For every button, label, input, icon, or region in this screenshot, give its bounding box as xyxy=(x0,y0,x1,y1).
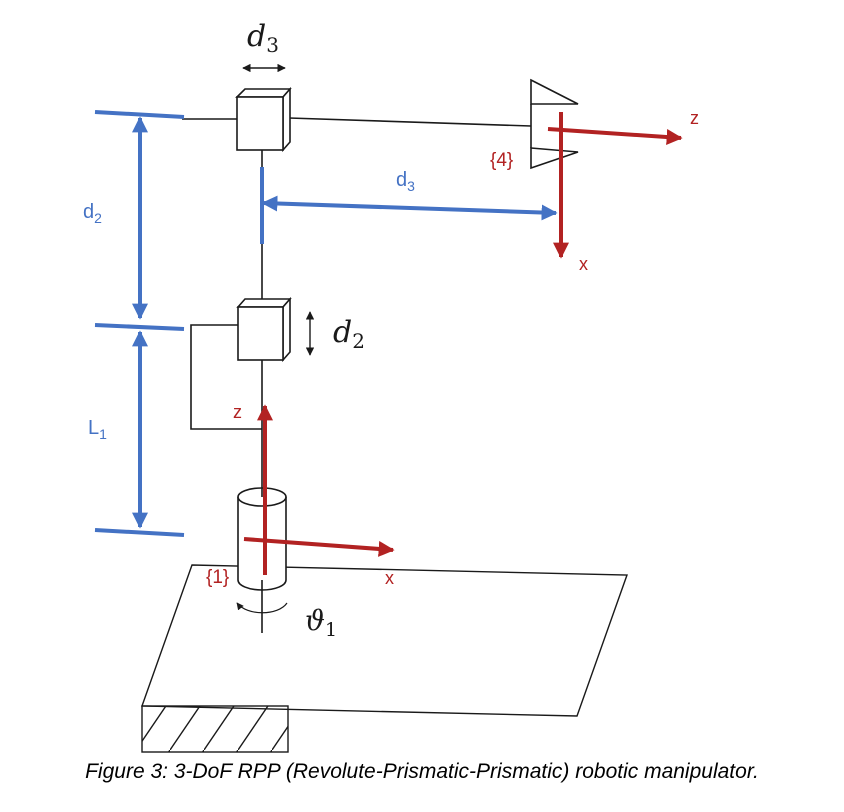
base-table xyxy=(141,564,628,753)
frame1-label: {1} xyxy=(206,567,229,588)
d3-joint-label: d3 xyxy=(247,19,279,57)
frame1-x-label: x xyxy=(385,568,394,588)
frame1-x-axis xyxy=(243,537,395,557)
dim-ref-bottom xyxy=(94,528,185,537)
frame4-label: {4} xyxy=(490,150,513,171)
table-support xyxy=(141,705,289,753)
frame4-z-label: z xyxy=(690,108,699,128)
dim-ref-top xyxy=(94,110,185,119)
l1-dimension-label: L1 xyxy=(88,417,107,442)
gripper xyxy=(530,78,579,170)
links xyxy=(182,117,532,497)
frame4-x-label: x xyxy=(579,254,588,274)
blue-dimensions xyxy=(94,110,558,537)
d2-dimension-label: d2 xyxy=(83,201,102,226)
prismatic-joint-2 xyxy=(236,296,292,363)
prismatic-joint-3 xyxy=(235,86,292,153)
rotation-arrow xyxy=(236,602,288,614)
table-top xyxy=(141,564,628,717)
frame4-z-axis xyxy=(547,127,683,146)
figure-caption: Figure 3: 3-DoF RPP (Revolute-Prismatic-… xyxy=(85,760,759,783)
frame-4-axes xyxy=(547,112,683,259)
theta1-label: ϑ1 xyxy=(305,604,337,641)
d2-joint-label: d2 xyxy=(333,315,365,353)
dim-ref-mid xyxy=(94,323,185,331)
d3-dimension-label: d3 xyxy=(396,169,415,194)
frame1-z-label: z xyxy=(233,402,242,422)
d3-dimension-arrow xyxy=(261,195,558,221)
frame-1-axes xyxy=(243,404,395,575)
